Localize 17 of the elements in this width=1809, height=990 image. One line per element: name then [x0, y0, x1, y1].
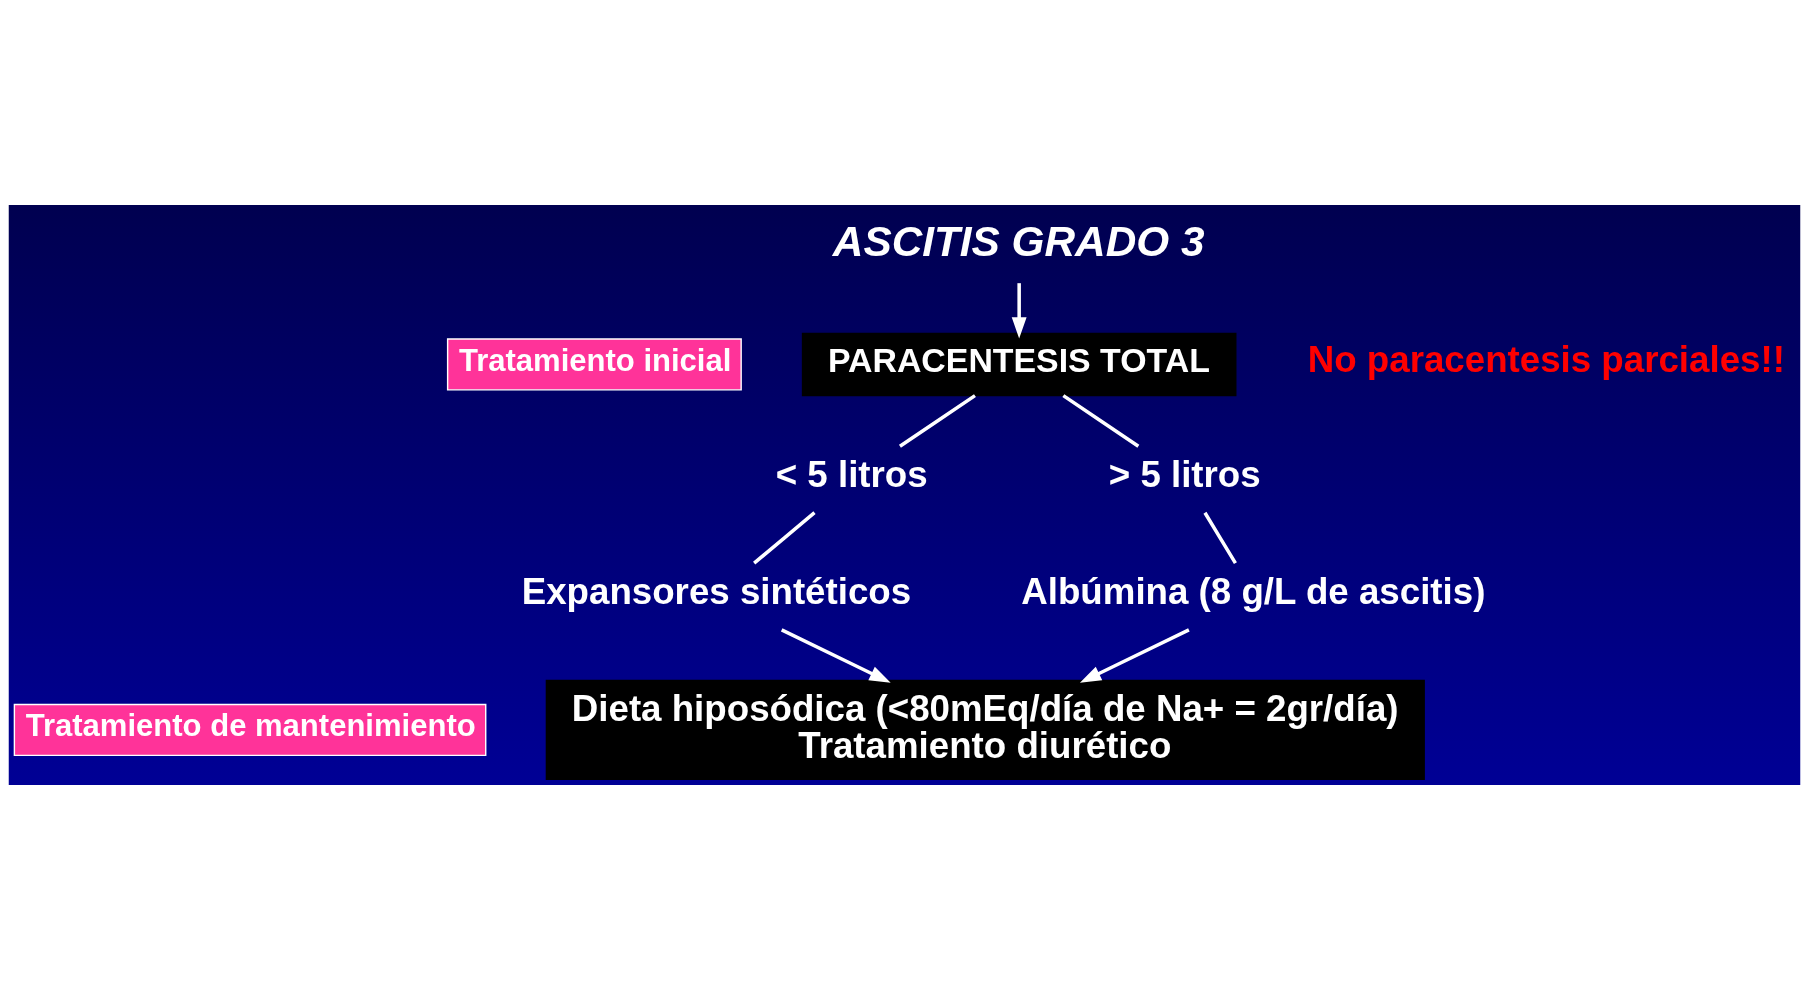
- node-box: PARACENTESIS TOTAL: [801, 332, 1237, 397]
- label: Tratamiento de mantenimiento: [25, 708, 476, 744]
- node-box: Dieta hiposódica (<80mEq/día de Na+ = 2gr/día) Tratamiento diurético: [545, 679, 1425, 781]
- arrow: [1011, 283, 1027, 339]
- connector: [898, 394, 976, 448]
- node-text: Expansores sintéticos: [521, 571, 912, 613]
- node-text: > 5 litros: [1108, 453, 1261, 495]
- connector: [753, 511, 816, 565]
- node-text: Albúmina (8 g/L de ascitis): [1021, 571, 1486, 613]
- label: Tratamiento inicial: [458, 342, 732, 378]
- arrow: [780, 628, 891, 683]
- node-label: No paracentesis parciales!!: [1307, 338, 1785, 380]
- arrow: [1079, 628, 1190, 683]
- node-text: < 5 litros: [775, 453, 928, 495]
- connector: [1062, 394, 1140, 448]
- node-text: ASCITIS GRADO 3: [832, 217, 1205, 265]
- connector: [1203, 511, 1237, 565]
